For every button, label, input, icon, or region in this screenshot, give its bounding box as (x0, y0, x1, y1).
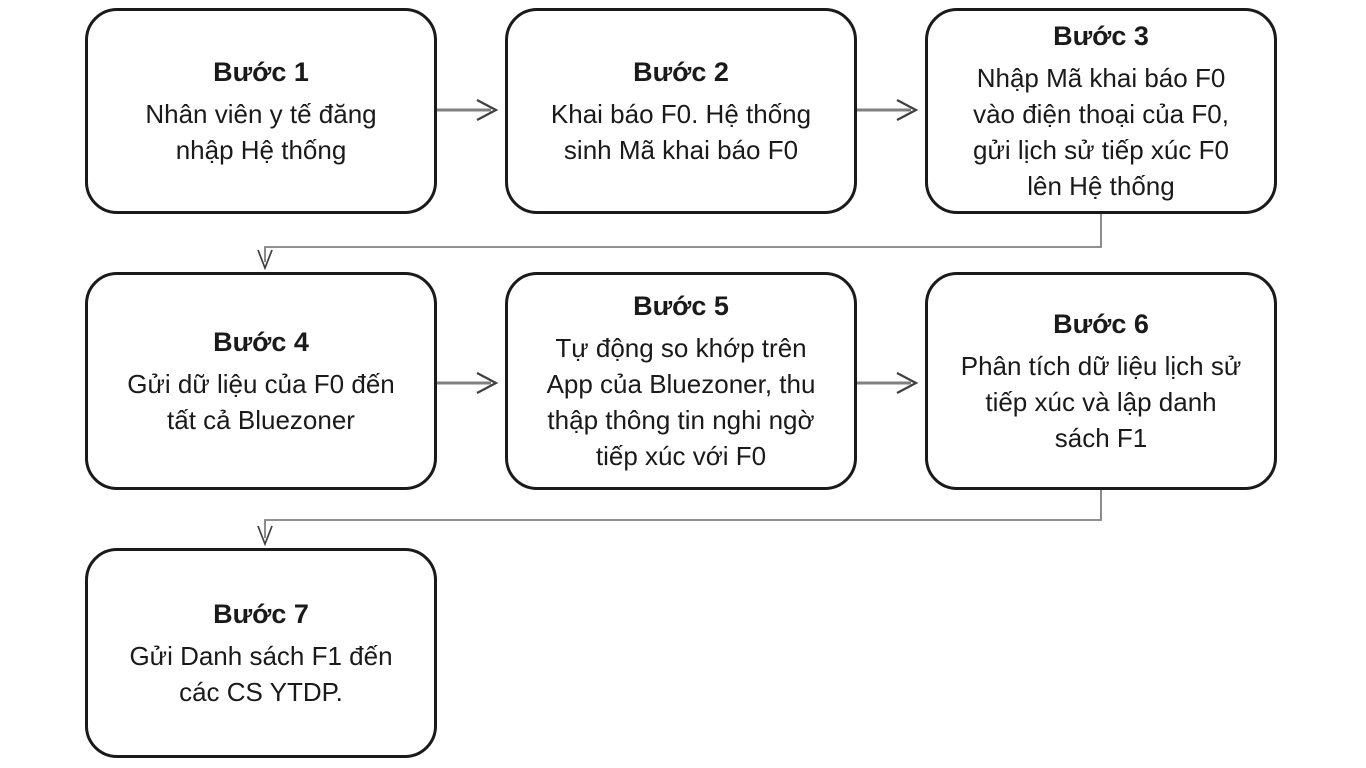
step-description: Phân tích dữ liệu lịch sử tiếp xúc và lậ… (960, 350, 1242, 453)
connector-step6-step7 (257, 490, 1102, 547)
arrow-step1-step2 (437, 99, 499, 121)
arrowhead-right-icon (896, 99, 919, 121)
step-title: Bước 4 (213, 326, 309, 357)
flow-box-step-3: Bước 3 Nhập Mã khai báo F0 vào điện thoạ… (925, 8, 1277, 214)
step-description: Gửi dữ liệu của F0 đến tất cả Bluezoner (127, 368, 395, 435)
arrow-step5-step6 (857, 372, 919, 394)
arrowhead-down-icon (257, 249, 273, 271)
step-title: Bước 6 (1053, 308, 1149, 339)
arrowhead-right-icon (476, 99, 499, 121)
connector-step3-step4 (257, 214, 1102, 271)
step-title: Bước 3 (1053, 20, 1149, 51)
step-title: Bước 5 (633, 290, 729, 321)
arrowhead-right-icon (476, 372, 499, 394)
flow-box-step-6: Bước 6 Phân tích dữ liệu lịch sử tiếp xú… (925, 272, 1277, 490)
step-description: Nhập Mã khai báo F0 vào điện thoại của F… (973, 62, 1229, 201)
step-description: Khai báo F0. Hệ thống sinh Mã khai báo F… (550, 98, 812, 165)
step-description: Tự động so khớp trên App của Bluezoner, … (546, 332, 816, 471)
arrow-step2-step3 (857, 99, 919, 121)
step-description: Nhân viên y tế đăng nhập Hệ thống (145, 98, 377, 165)
arrowhead-down-icon (257, 525, 273, 547)
step-description: Gửi Danh sách F1 đến các CS YTDP. (129, 640, 393, 707)
flow-box-step-5: Bước 5 Tự động so khớp trên App của Blue… (505, 272, 857, 490)
step-title: Bước 2 (633, 56, 729, 87)
flow-box-step-2: Bước 2 Khai báo F0. Hệ thống sinh Mã kha… (505, 8, 857, 214)
step-title: Bước 7 (213, 598, 309, 629)
arrowhead-right-icon (896, 372, 919, 394)
step-title: Bước 1 (213, 56, 309, 87)
flow-box-step-4: Bước 4 Gửi dữ liệu của F0 đến tất cả Blu… (85, 272, 437, 490)
arrow-step4-step5 (437, 372, 499, 394)
flow-box-step-7: Bước 7 Gửi Danh sách F1 đến các CS YTDP. (85, 548, 437, 758)
flow-box-step-1: Bước 1 Nhân viên y tế đăng nhập Hệ thống (85, 8, 437, 214)
